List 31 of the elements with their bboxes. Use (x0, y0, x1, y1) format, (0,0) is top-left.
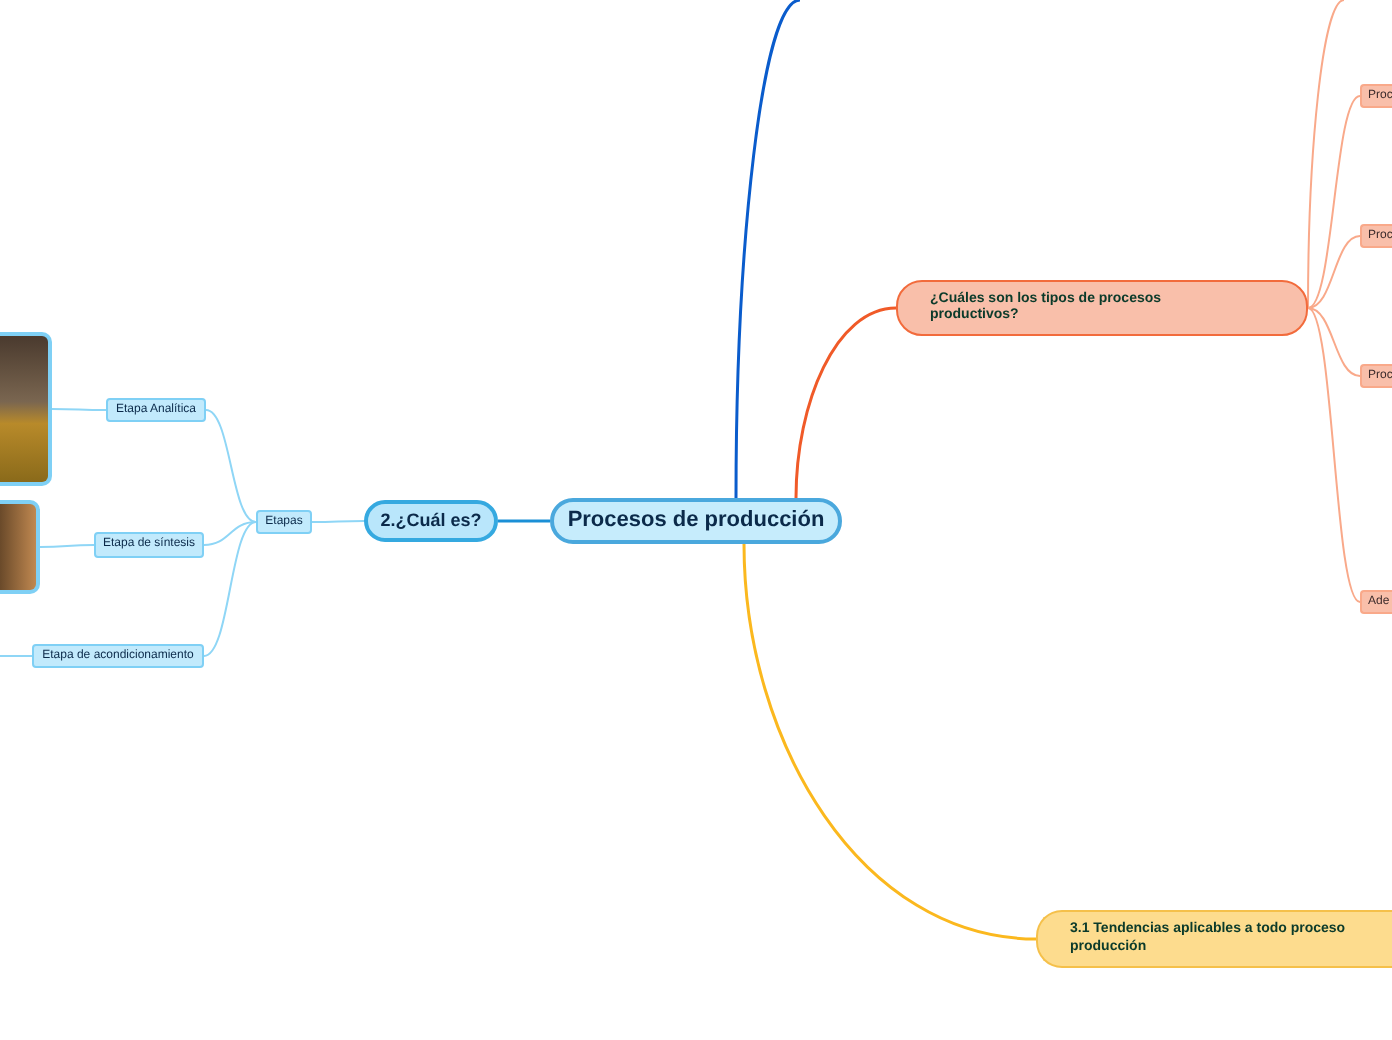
photo-placeholder (0, 332, 52, 486)
node-label: 2.¿Cuál es? (380, 510, 482, 532)
connector-line (0, 655, 33, 657)
subtopic-box (1360, 84, 1392, 108)
subtopic-box (256, 510, 312, 534)
connector-line (1307, 307, 1361, 603)
topic-box (896, 280, 1308, 336)
connector-line (742, 543, 1037, 941)
connector-line (498, 519, 550, 523)
connector-line (39, 544, 95, 548)
connector-line (1307, 307, 1361, 377)
subtopic-box (32, 644, 204, 668)
connector-line (51, 408, 107, 411)
subtopic-box (1360, 364, 1392, 388)
connector-line (205, 409, 257, 523)
photo-placeholder (0, 500, 40, 594)
connector-line (794, 306, 897, 499)
subtopic-box (106, 398, 206, 422)
connector-line (203, 521, 257, 657)
connector-line (1307, 95, 1361, 309)
subtopic-box (1360, 224, 1392, 248)
connector-line (734, 0, 801, 498)
topic-box (364, 500, 498, 542)
subtopic-box (1360, 590, 1392, 614)
connector-line (1307, 235, 1361, 309)
node-label: Procesos de producción (567, 508, 825, 534)
central-topic (550, 498, 842, 544)
connector-line (203, 521, 257, 546)
topic-box (1036, 910, 1392, 968)
connector-line (311, 520, 365, 523)
subtopic-box (94, 532, 204, 558)
